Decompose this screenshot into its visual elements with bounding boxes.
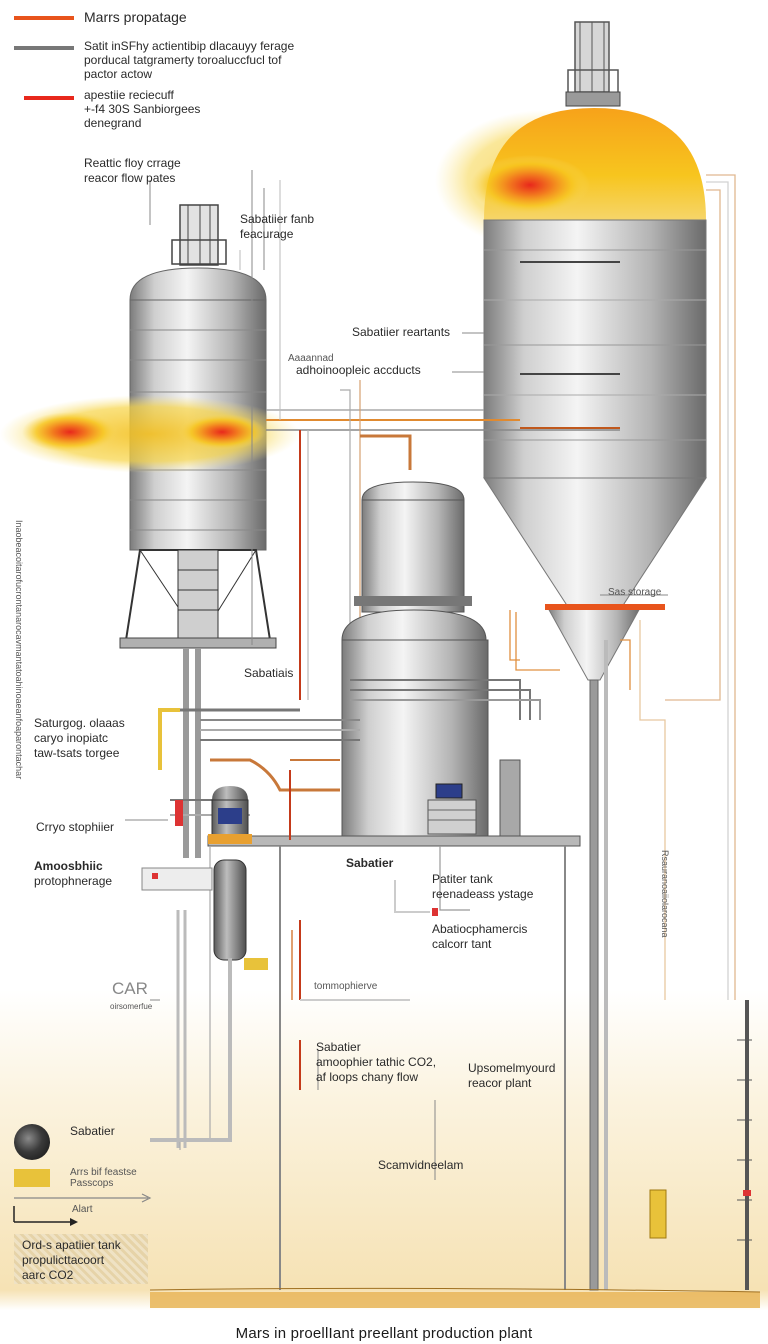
gauge-marker xyxy=(649,1189,667,1239)
label-sand-note-1: Ord-s apatiier tank xyxy=(22,1238,121,1252)
label-sabatier-reactants: Sabatiier reartants xyxy=(352,325,451,339)
label-car-sub: oirsomerfue xyxy=(110,1002,153,1011)
legend-item-3-line-1: apestiie reciecuff xyxy=(84,88,174,102)
sand-sample xyxy=(14,1234,148,1284)
label-saturge-2: caryo inopiatc xyxy=(34,731,109,745)
legend-swatches xyxy=(14,16,74,100)
legend-item-1: Marrs propatage xyxy=(84,9,187,25)
label-sabatier-co2-1: Sabatier xyxy=(316,1040,361,1054)
label-tommophierve: tommophierve xyxy=(314,981,378,992)
label-patiter-2: reenadeass ystage xyxy=(432,887,534,901)
label-abatioc-2: calcorr tant xyxy=(432,937,492,951)
arrow-icon xyxy=(13,1193,152,1226)
label-arrs-1: Arrs bif feastse xyxy=(70,1167,137,1178)
label-sabatiais: Sabatiais xyxy=(244,666,294,680)
label-arrs-2: Passcops xyxy=(70,1178,114,1189)
label-reactor-flow-2: reacor flow pates xyxy=(84,171,176,185)
vertical-label-right: Rsauranoaiiolarocana xyxy=(660,850,670,938)
label-atmo-products: adhoinoopleic accducts xyxy=(296,363,421,377)
label-sabatier-mid: Sabatier xyxy=(346,856,394,870)
label-car: CAR xyxy=(112,979,148,998)
right-ruler xyxy=(737,1000,752,1290)
ground-line xyxy=(149,1287,761,1293)
label-atmo-storage-1: Amoosbhiic xyxy=(34,859,103,873)
lower-pipes xyxy=(150,880,438,1148)
big-tank-side-pipes xyxy=(509,174,736,1000)
label-saturge-3: taw-tsats torgee xyxy=(34,746,120,760)
sabatier-reactor xyxy=(341,481,541,837)
transfer-pipes xyxy=(239,180,620,700)
label-ammonia: Aaaannad xyxy=(288,353,334,364)
label-reactor-flow-1: Reattic floy crrage xyxy=(84,156,181,170)
vertical-label-left: Inaobeacoitarofucrontanarocavmantatoahin… xyxy=(14,520,24,780)
label-sabatier-co2-3: af loops chany flow xyxy=(316,1070,419,1084)
label-abatioc-1: Abatiocphamercis xyxy=(432,922,528,936)
legend-item-2-line-3: pactor actow xyxy=(84,67,153,81)
heat-glow-band xyxy=(0,395,300,473)
cryo-vessel xyxy=(141,786,268,970)
label-scam: Scamvidneelam xyxy=(378,1158,464,1172)
callout-lines xyxy=(125,170,668,1180)
ground xyxy=(150,1292,760,1308)
label-sas-storage: Sas storage xyxy=(608,587,662,598)
label-sabatier-co2-2: amoophier tathic CO2, xyxy=(316,1055,437,1069)
label-sabatier-tank-2: feacurage xyxy=(240,227,294,241)
diagram-title: Mars in proellIant preellant production … xyxy=(235,1325,533,1342)
legend-item-2-line-2: porducal tatgramerty toroaluccfucl tof xyxy=(84,53,282,67)
planet-icon xyxy=(14,1124,50,1160)
label-patiter-1: Patiter tank xyxy=(432,872,493,886)
label-sabatier-tank-1: Sabatiier fanb xyxy=(240,212,315,226)
legend-item-3-line-3: denegrand xyxy=(84,116,142,130)
label-cryo: Crryo stophiier xyxy=(36,820,115,834)
label-sand-note-3: aarc CO2 xyxy=(22,1268,74,1282)
label-atmo-storage-2: protophnerage xyxy=(34,874,113,888)
label-upsome-1: Upsomelmyourd xyxy=(468,1061,556,1075)
legend-item-3-line-2: +-f4 30S Sanbiorgees xyxy=(84,102,201,116)
label-sand-note-2: propulicttacoort xyxy=(22,1253,105,1267)
label-sabatier-bottom: Sabatier xyxy=(70,1124,115,1138)
label-alart: Alart xyxy=(72,1204,93,1215)
large-storage-tank xyxy=(435,21,707,1291)
label-saturge-1: Saturgog. olaaas xyxy=(34,716,125,730)
legend-item-2-line-1: Satit inSFhy actientibip dlacauyy ferage xyxy=(84,39,295,53)
left-pipe-cluster xyxy=(158,708,360,840)
label-upsome-2: reacor plant xyxy=(468,1076,532,1090)
yellow-swatch xyxy=(14,1169,50,1187)
